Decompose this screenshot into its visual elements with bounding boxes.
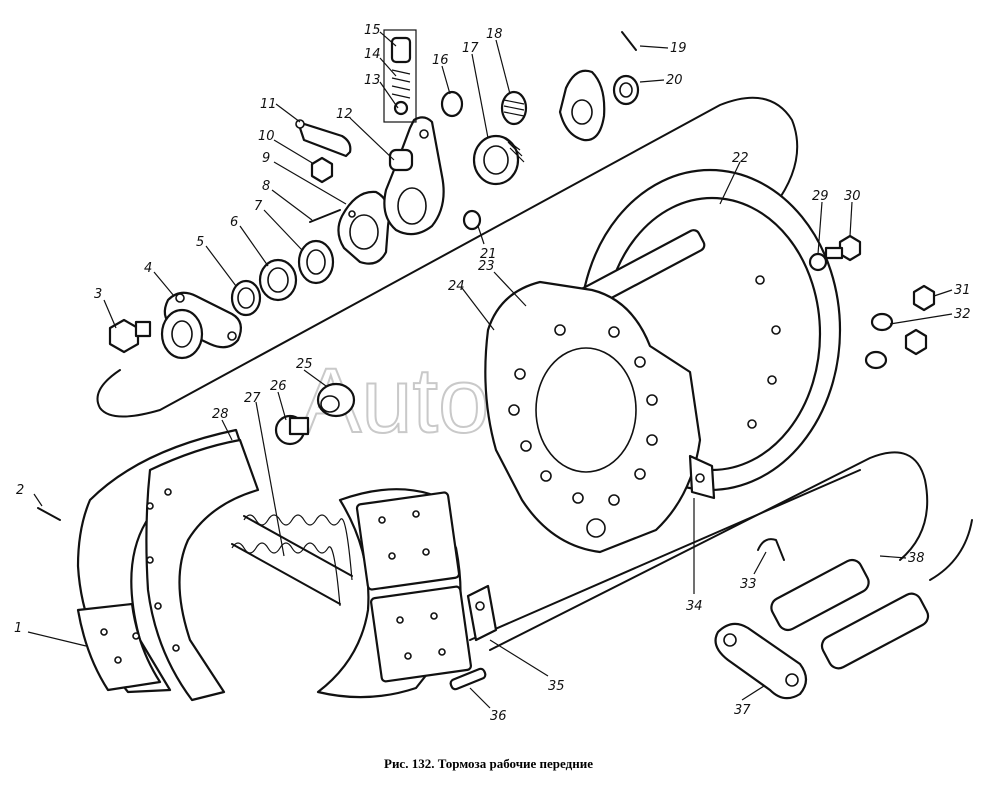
bolt-part-30 (824, 234, 862, 262)
callout-15: 15 (364, 23, 381, 38)
callout-25: 25 (296, 357, 313, 372)
roller-axle-part-26 (274, 414, 310, 446)
bushing-part-16 (440, 90, 464, 118)
washer-part-29 (808, 252, 828, 272)
callout-30: 30 (844, 189, 861, 204)
bracket-part-4 (160, 291, 243, 360)
pin-part-36 (449, 667, 487, 691)
slack-adjuster-lever-part-12 (383, 116, 445, 236)
callout-4: 4 (144, 261, 152, 276)
callout-19: 19 (670, 41, 687, 56)
callout-9: 9 (262, 151, 270, 166)
brake-lining-part-1 (76, 602, 162, 692)
anchor-part-34 (688, 454, 716, 500)
callout-29: 29 (812, 189, 829, 204)
callout-6: 6 (230, 215, 238, 230)
callout-22: 22 (732, 151, 749, 166)
callout-5: 5 (196, 235, 204, 250)
washer-part-7 (297, 239, 335, 285)
callout-8: 8 (262, 179, 270, 194)
worm-gear-part-17 (472, 134, 525, 186)
callout-14: 14 (364, 47, 381, 62)
callout-21: 21 (480, 247, 497, 262)
callout-23: 23 (478, 259, 495, 274)
callout-20: 20 (666, 73, 683, 88)
callout-16: 16 (432, 53, 449, 68)
worm-part-18 (500, 90, 528, 126)
callout-13: 13 (364, 73, 381, 88)
callout-24: 24 (448, 279, 465, 294)
roller-part-25 (316, 382, 356, 418)
clip-part-33 (757, 538, 785, 561)
assembly-axis-lines (96, 96, 973, 651)
cotter-pin-part-19 (621, 31, 637, 51)
callout-32: 32 (954, 307, 971, 322)
callout-17: 17 (462, 41, 479, 56)
callout-27: 27 (244, 391, 261, 406)
callout-36: 36 (490, 709, 507, 724)
rivet-part-2 (37, 507, 61, 521)
callout-leaders (27, 31, 953, 709)
callout-33: 33 (740, 577, 757, 592)
callout-11: 11 (260, 97, 277, 112)
callout-38: 38 (908, 551, 925, 566)
flange-plate-part-9 (337, 190, 390, 265)
callout-31: 31 (954, 283, 971, 298)
worm-shaft-part-11 (295, 119, 352, 158)
callout-35: 35 (548, 679, 565, 694)
callout-37: 37 (734, 703, 751, 718)
cover-plate (558, 69, 606, 142)
anchor-pins-part-38 (770, 558, 930, 670)
callout-18: 18 (486, 27, 503, 42)
callout-28: 28 (212, 407, 229, 422)
brake-shoe-right (316, 488, 472, 699)
pin-part-8 (309, 209, 341, 223)
bushing-part-6 (258, 258, 298, 302)
callout-12: 12 (336, 107, 353, 122)
callout-labels: 1 2 3 4 5 6 7 8 9 10 11 12 13 14 15 16 1… (14, 23, 971, 724)
callout-26: 26 (270, 379, 287, 394)
washer-part-20 (612, 74, 640, 106)
bushing-part-21 (462, 209, 482, 231)
return-springs-part-27 (231, 514, 353, 607)
seal-ring-part-5 (230, 279, 262, 317)
brake-support-part-24 (484, 280, 702, 554)
callout-7: 7 (254, 199, 263, 214)
ball-spring-assembly-13-15 (383, 29, 417, 123)
nut-part-10 (310, 156, 334, 184)
callout-2: 2 (16, 483, 24, 498)
bolt-part-3 (108, 318, 152, 354)
figure-caption: Рис. 132. Тормоза рабочие передние (384, 756, 593, 771)
nut-part-31 (912, 284, 936, 312)
callout-3: 3 (94, 287, 102, 302)
callout-10: 10 (258, 129, 275, 144)
bracket-part-35 (466, 584, 498, 642)
callout-34: 34 (686, 599, 703, 614)
lock-washer-part-32 (864, 312, 928, 370)
link-plate-part-37 (714, 622, 808, 700)
callout-1: 1 (14, 621, 22, 636)
